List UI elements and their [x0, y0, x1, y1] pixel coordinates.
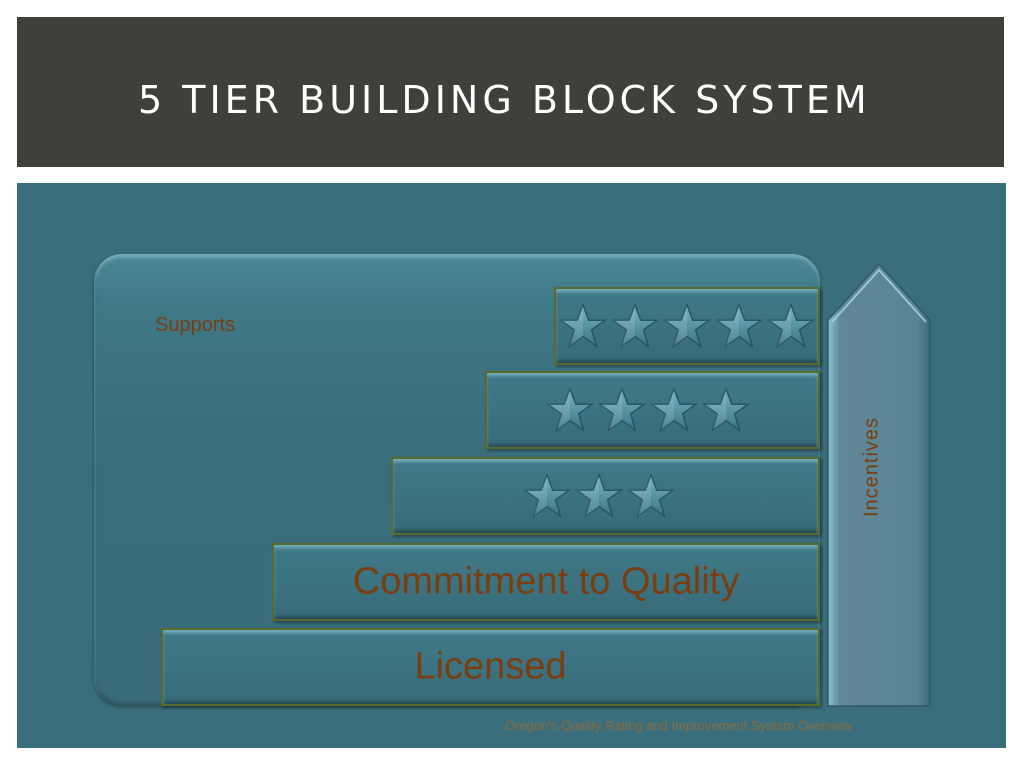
star-icon: [546, 386, 594, 434]
star-icon: [627, 472, 675, 520]
star-icon: [559, 302, 607, 350]
slide-title: 5 TIER BUILDING BLOCK SYSTEM: [138, 78, 871, 122]
incentives-label: Incentives: [860, 416, 883, 518]
supports-label: Supports: [155, 314, 236, 336]
star-icon: [575, 472, 623, 520]
title-bar: [17, 17, 1004, 167]
tier-3-star-group: [379, 472, 818, 520]
tier-5-stars: [554, 287, 820, 365]
tier-2-commitment: Commitment to Quality: [272, 543, 820, 621]
tier-2-label: Commitment to Quality: [352, 560, 740, 603]
star-icon: [611, 302, 659, 350]
star-icon: [650, 386, 698, 434]
star-icon: [663, 302, 711, 350]
star-icon: [702, 386, 750, 434]
star-icon: [598, 386, 646, 434]
slide-footer: Oregon's Quality Rating and Improvement …: [505, 718, 853, 733]
star-icon: [523, 472, 571, 520]
tier-3-stars: [391, 457, 820, 535]
tier-1-label: Licensed: [414, 645, 567, 688]
tier-4-star-group: [477, 386, 818, 434]
star-icon: [715, 302, 763, 350]
incentives-arrow-icon: [827, 262, 931, 707]
tier-5-star-group: [556, 302, 818, 350]
tier-4-stars: [485, 371, 820, 449]
tier-1-licensed: Licensed: [161, 628, 820, 706]
star-icon: [767, 302, 815, 350]
